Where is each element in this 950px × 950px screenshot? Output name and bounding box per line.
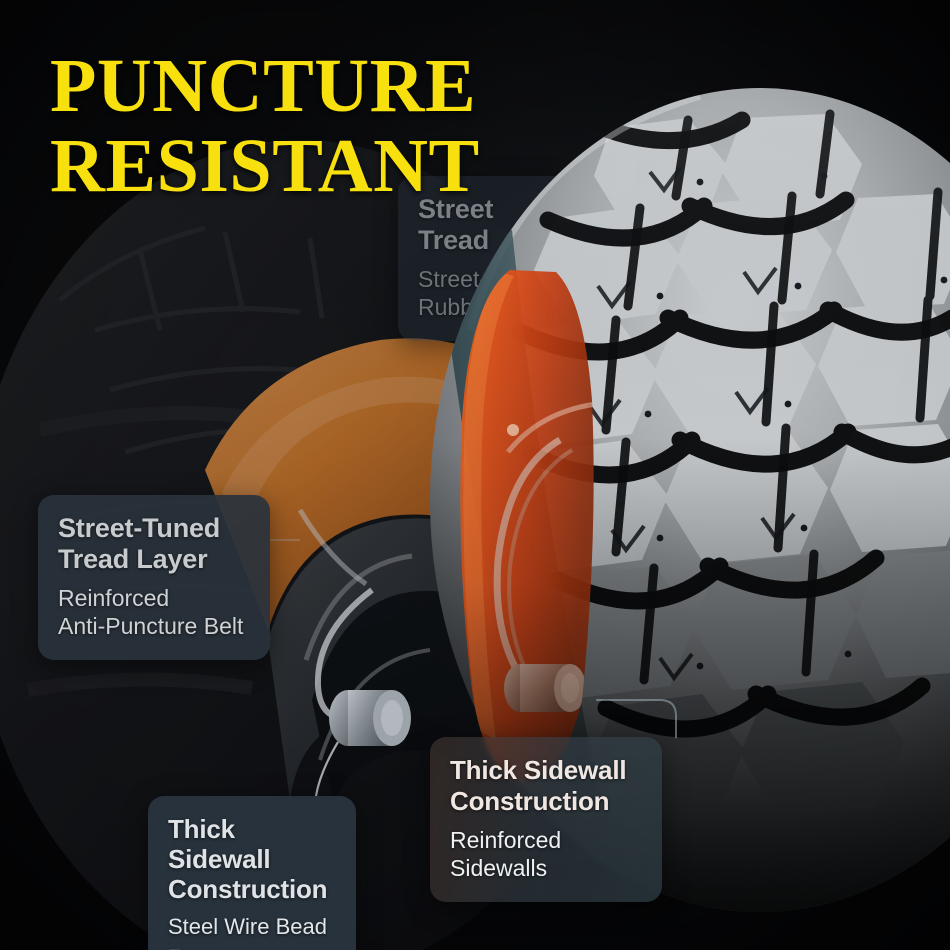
callout-reinforced-sidewalls-title: Thick Sidewall Construction	[450, 755, 627, 816]
callout-tread-layer-subtitle: Reinforced Anti-Puncture Belt	[58, 585, 244, 639]
steel-wire-bead-graphic	[329, 690, 411, 746]
callout-tread-layer[interactable]: Street-Tuned Tread Layer Reinforced Anti…	[38, 495, 270, 660]
leader-line-sidewall	[596, 699, 677, 738]
callout-reinforced-sidewalls[interactable]: Thick Sidewall Construction Reinforced S…	[430, 737, 662, 902]
callout-reinforced-sidewalls-subtitle: Reinforced Sidewalls	[450, 827, 562, 881]
callout-steel-wire-bead[interactable]: Thick Sidewall Construction Steel Wire B…	[148, 796, 356, 950]
callout-steel-wire-bead-subtitle: Steel Wire Bead = Secure Fit	[168, 914, 327, 950]
callout-steel-wire-bead-title: Thick Sidewall Construction	[168, 814, 328, 904]
leader-line-bead	[314, 741, 339, 797]
callout-tread-layer-title: Street-Tuned Tread Layer	[58, 513, 221, 574]
page-title: PUNCTURE RESISTANT	[50, 44, 480, 208]
